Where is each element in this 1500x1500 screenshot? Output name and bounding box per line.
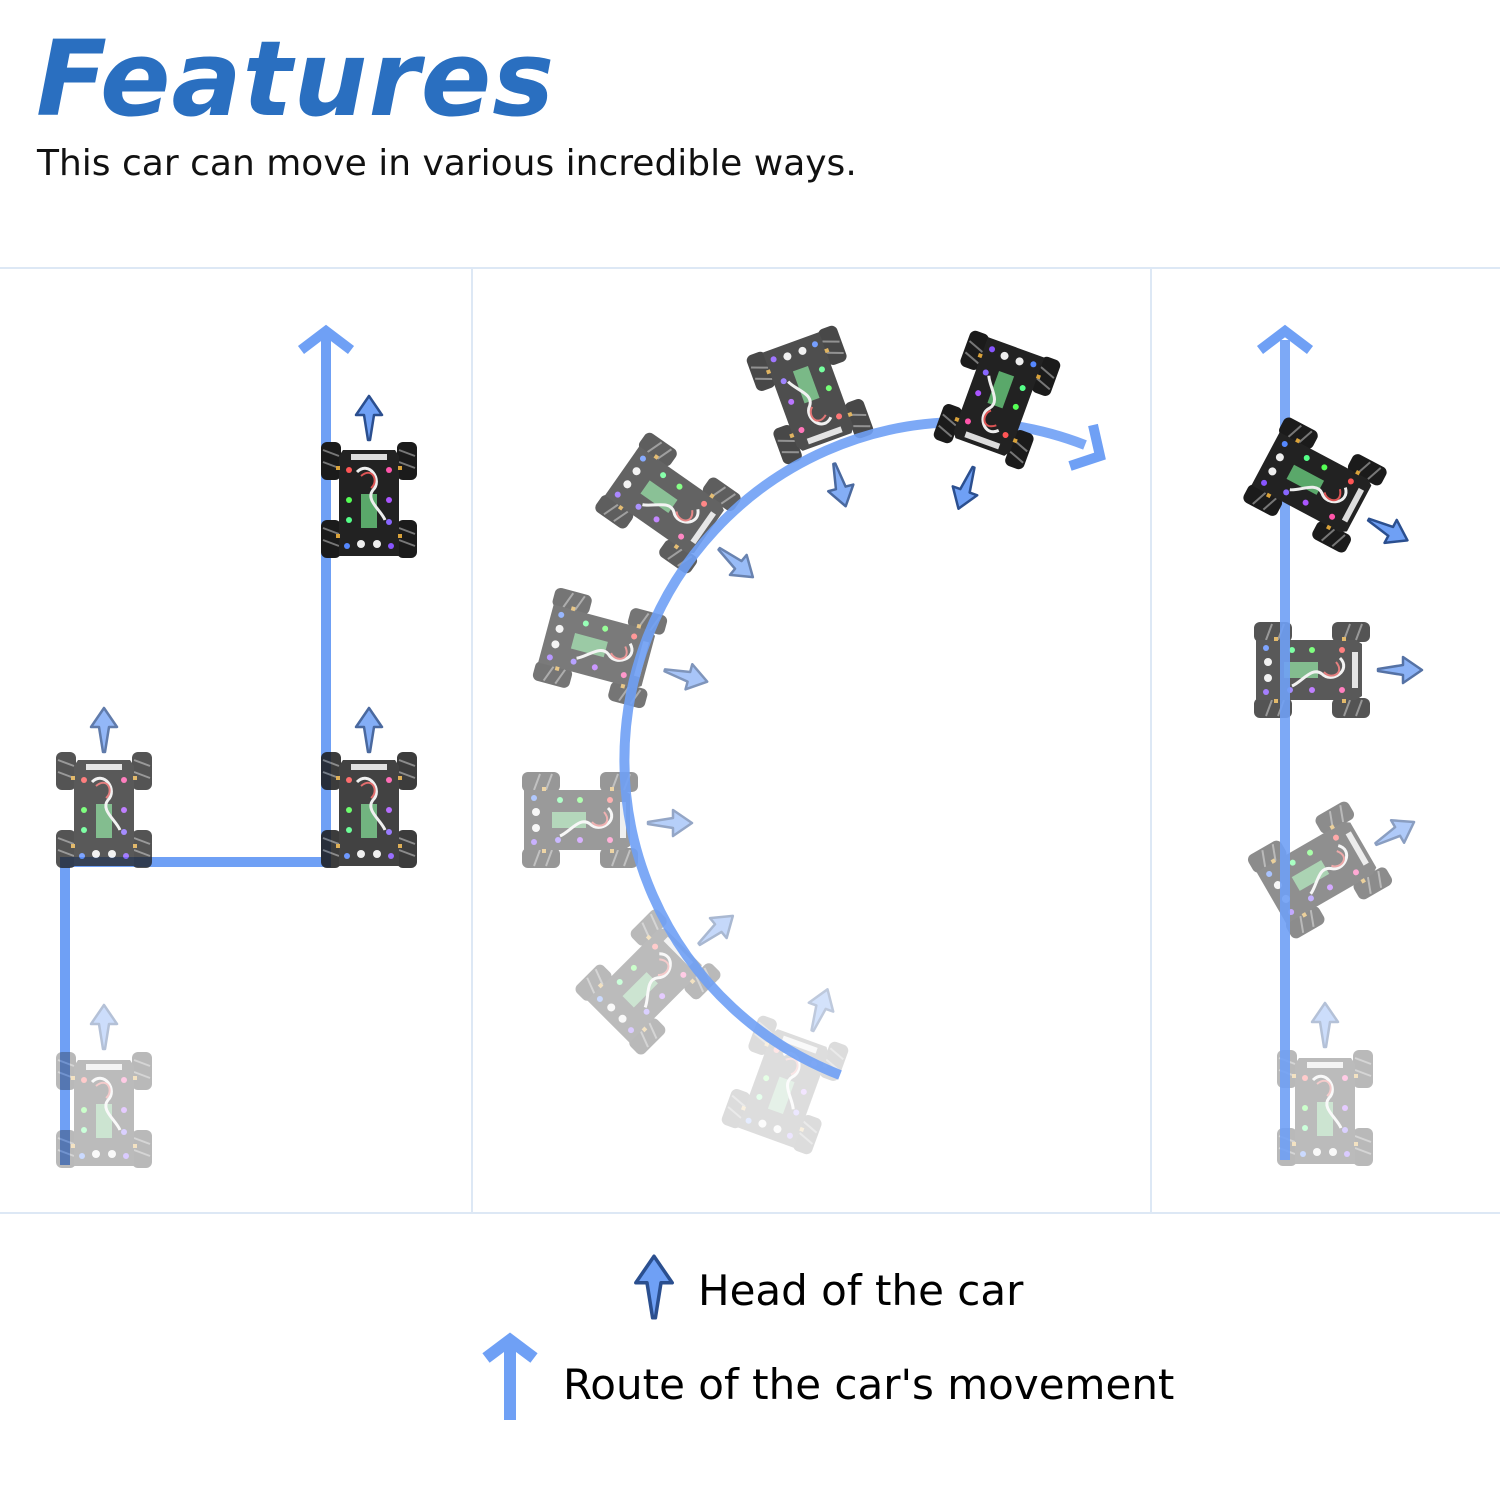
head-arrow-icon bbox=[354, 706, 384, 754]
car bbox=[930, 327, 1064, 473]
head-arrow-icon bbox=[945, 461, 987, 515]
route-arrowhead bbox=[1256, 324, 1314, 354]
car bbox=[743, 322, 877, 468]
head-arrow-icon bbox=[1376, 655, 1424, 685]
car bbox=[54, 1050, 154, 1170]
car bbox=[319, 440, 419, 560]
legend-head-label: Head of the car bbox=[698, 1266, 1024, 1315]
middle-panel bbox=[520, 322, 1106, 1158]
route-path bbox=[619, 417, 1087, 1080]
panel-dividers bbox=[0, 267, 1500, 1214]
head-arrow-icon bbox=[799, 983, 841, 1037]
head-arrow-icon bbox=[820, 459, 860, 511]
head-arrow-icon bbox=[1368, 809, 1422, 857]
route-path bbox=[60, 335, 331, 1165]
page-subtitle: This car can move in various incredible … bbox=[37, 143, 857, 184]
route-arrow-icon bbox=[482, 1332, 538, 1420]
head-arrow-icon bbox=[1361, 506, 1415, 554]
head-arrow-icon bbox=[354, 394, 384, 442]
car bbox=[319, 750, 419, 870]
head-arrow-icon bbox=[89, 706, 119, 754]
car bbox=[571, 905, 725, 1059]
car bbox=[1244, 797, 1396, 943]
car bbox=[1239, 413, 1391, 557]
car bbox=[718, 1012, 852, 1158]
head-arrow-icon bbox=[89, 1003, 119, 1051]
head-arrow-icon bbox=[1310, 1001, 1340, 1049]
left-panel bbox=[54, 324, 419, 1170]
page-title: Features bbox=[36, 18, 556, 140]
right-panel bbox=[1239, 324, 1424, 1168]
head-arrow-icon bbox=[646, 808, 694, 838]
legend-route-label: Route of the car's movement bbox=[563, 1360, 1175, 1409]
legend bbox=[482, 1254, 674, 1420]
route-arrowhead bbox=[297, 324, 355, 354]
car bbox=[1252, 620, 1372, 720]
head-arrow-icon bbox=[634, 1254, 674, 1320]
car bbox=[1275, 1048, 1375, 1168]
head-arrow-icon bbox=[689, 904, 743, 956]
car bbox=[54, 750, 154, 870]
route-arrowhead bbox=[1068, 423, 1106, 471]
head-arrow-icon bbox=[660, 656, 712, 696]
head-arrow-icon bbox=[709, 537, 763, 589]
